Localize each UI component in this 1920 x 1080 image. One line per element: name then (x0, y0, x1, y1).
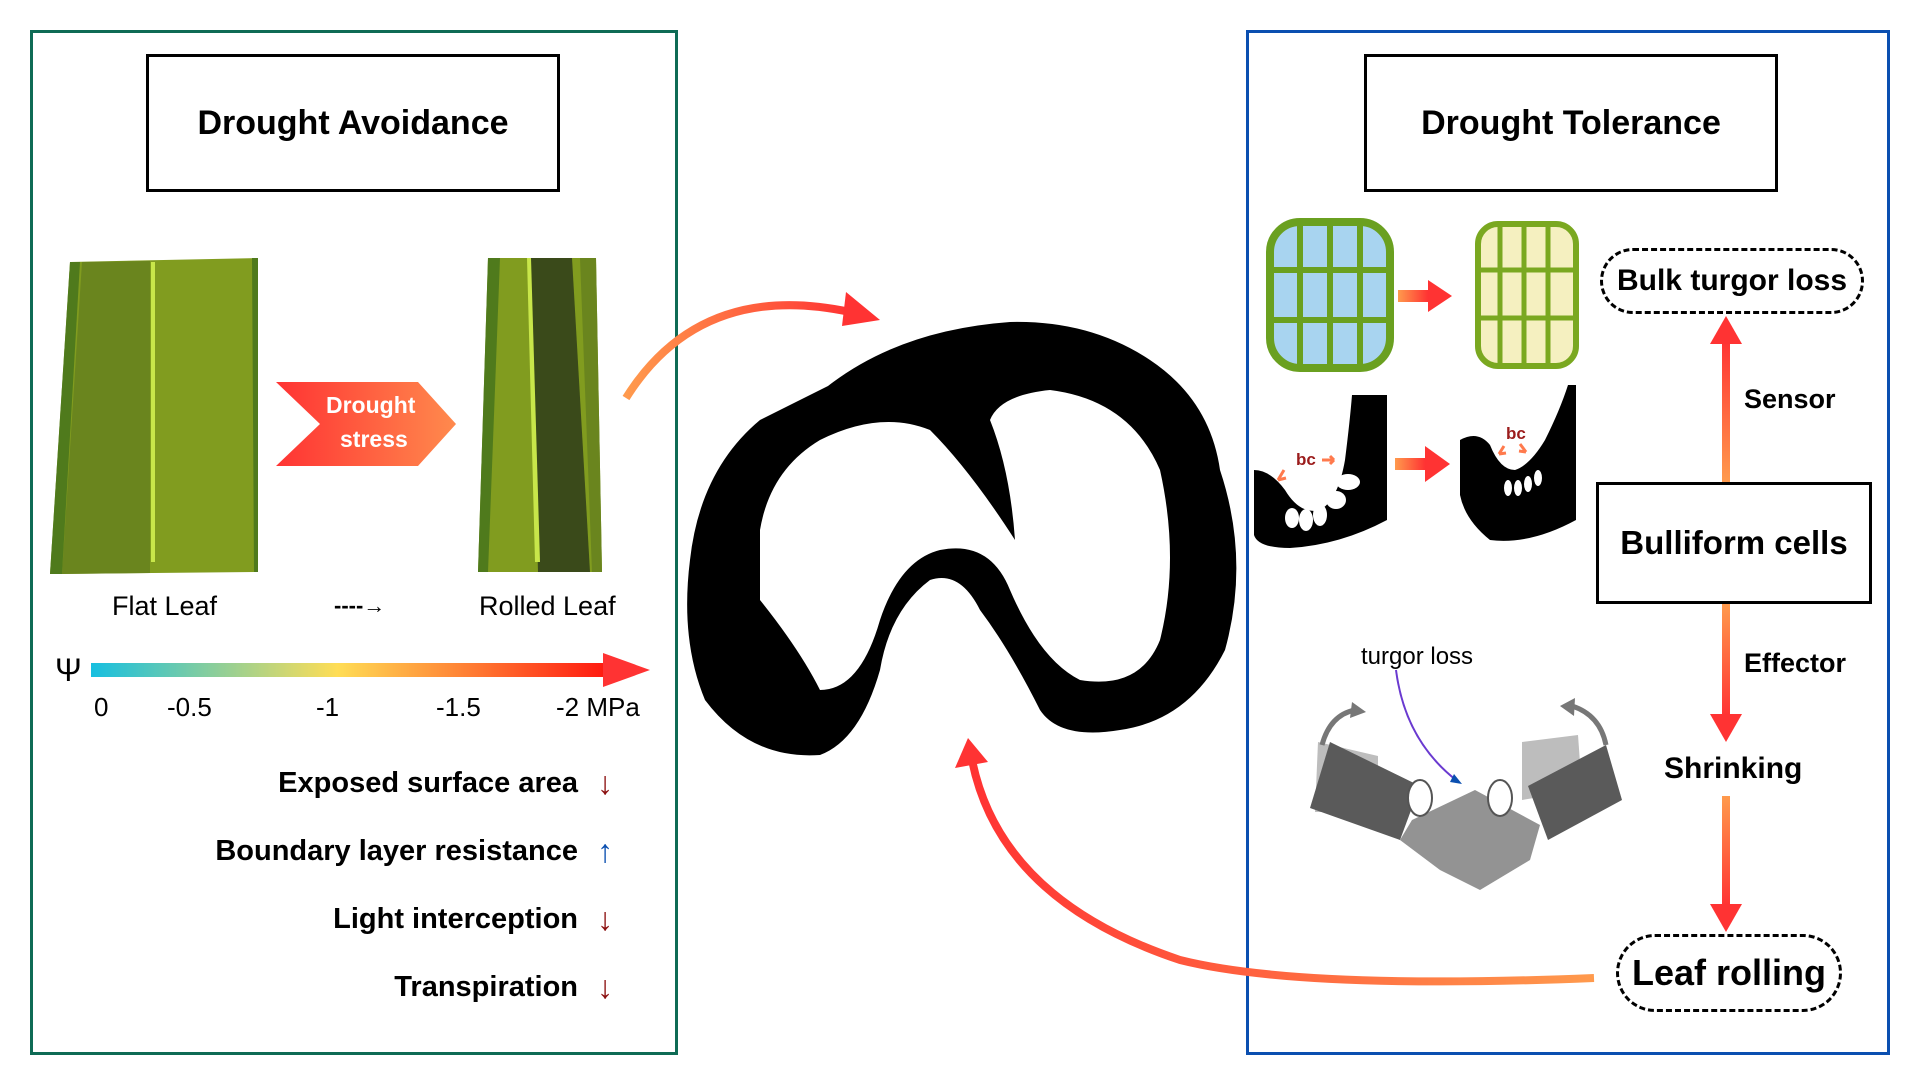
psi-symbol: Ψ (55, 652, 82, 688)
effector-label: Effector (1744, 648, 1847, 678)
arrow-bulliform-right (1395, 446, 1450, 482)
rolled-leaf-image (478, 258, 602, 572)
drought-stress-label-line2: stress (340, 426, 408, 452)
psi-tick-0: 0 (94, 692, 109, 722)
arrow-cells-right (1398, 280, 1452, 312)
bc-label-turgid: bc (1296, 450, 1316, 469)
turgor-loss-label: turgor loss (1361, 643, 1474, 670)
plasmolyzed-cells-image (1475, 221, 1579, 369)
rolled-leaf-label: Rolled Leaf (479, 591, 616, 621)
arrow-up-icon: ↑ (597, 833, 613, 869)
flat-leaf-label: Flat Leaf (112, 591, 218, 621)
arrow-leaf-rolling-to-cross-section (955, 738, 1595, 986)
psi-tick-1: -0.5 (167, 692, 212, 722)
leaf-rolling-mechanism-image (1310, 669, 1622, 890)
effect-label: Light interception (333, 903, 578, 935)
water-potential-scale (91, 653, 650, 687)
drought-tolerance-title: Drought Tolerance (1364, 54, 1778, 192)
bc-label-shrunk: bc (1506, 424, 1526, 443)
drought-avoidance-title: Drought Avoidance (146, 54, 560, 192)
leaf-cross-section-image (687, 321, 1237, 756)
bulk-turgor-loss-node: Bulk turgor loss (1600, 248, 1864, 314)
bulliform-shrunk-section-image (1460, 385, 1576, 541)
arrow-to-cross-section (622, 292, 880, 401)
bc-pointer-arrows (1276, 443, 1528, 482)
effect-boundary-layer-resistance: Boundary layer resistance ↑ (215, 833, 620, 870)
arrow-down-icon: ↓ (597, 765, 613, 801)
effect-label: Transpiration (394, 971, 578, 1003)
psi-tick-2: -1 (316, 692, 340, 722)
turgid-cells-image (1266, 218, 1394, 372)
effect-transpiration: Transpiration ↓ (394, 969, 620, 1006)
drought-stress-label-line1: Drought (326, 392, 416, 418)
shrinking-label: Shrinking (1664, 752, 1803, 785)
drought-tolerance-panel (1246, 30, 1890, 1055)
effect-label: Exposed surface area (278, 767, 578, 799)
effect-light-interception: Light interception ↓ (333, 901, 620, 938)
bulliform-turgid-section-image (1254, 395, 1387, 548)
drought-avoidance-panel (30, 30, 678, 1055)
shrinking-arrow (1710, 796, 1742, 932)
transition-arrow: ----→ (334, 593, 386, 618)
sensor-label: Sensor (1744, 384, 1836, 414)
effect-label: Boundary layer resistance (215, 835, 578, 867)
bulliform-cells-node: Bulliform cells (1596, 482, 1872, 604)
flat-leaf-image (50, 258, 258, 574)
leaf-rolling-node: Leaf rolling (1616, 934, 1842, 1012)
effector-arrow (1710, 604, 1742, 742)
effect-exposed-surface-area: Exposed surface area ↓ (278, 765, 620, 802)
sensor-arrow (1710, 316, 1742, 482)
psi-tick-4: -2 MPa (556, 692, 640, 722)
psi-tick-3: -1.5 (436, 692, 481, 722)
drought-stress-chevron (276, 382, 456, 466)
arrow-down-icon: ↓ (597, 969, 613, 1005)
arrow-down-icon: ↓ (597, 901, 613, 937)
